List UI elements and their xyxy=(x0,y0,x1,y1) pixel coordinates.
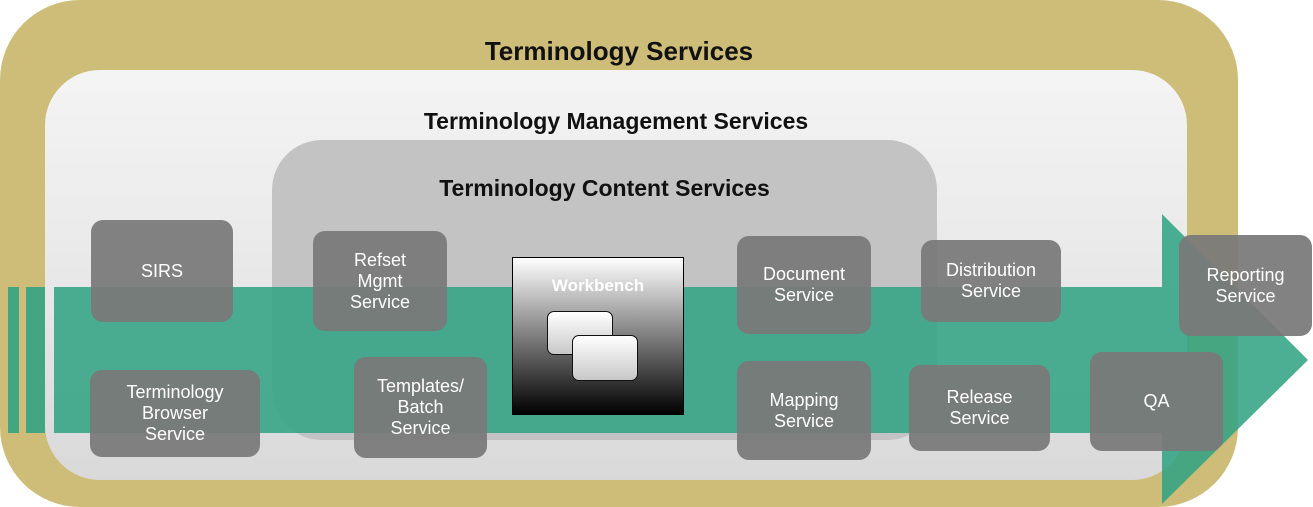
sirs-box: SIRS xyxy=(91,220,233,322)
arrow-stripe-2 xyxy=(26,287,45,433)
document-service-box: Document Service xyxy=(737,236,871,334)
terminology-services-title: Terminology Services xyxy=(484,36,754,66)
workbench-label: Workbench xyxy=(551,276,645,295)
window-icon xyxy=(572,335,638,381)
terminology-management-services-title: Terminology Management Services xyxy=(423,108,809,134)
arrow-stripe-1 xyxy=(8,287,19,433)
templates-batch-service-box: Templates/ Batch Service xyxy=(354,357,487,458)
qa-box: QA xyxy=(1090,352,1223,451)
distribution-service-box: Distribution Service xyxy=(921,240,1061,322)
reporting-service-box: Reporting Service xyxy=(1179,235,1312,336)
refset-mgmt-service-box: Refset Mgmt Service xyxy=(313,231,447,331)
terminology-browser-service-box: Terminology Browser Service xyxy=(90,370,260,457)
release-service-box: Release Service xyxy=(909,365,1050,451)
terminology-content-services-title: Terminology Content Services xyxy=(439,175,770,201)
mapping-service-box: Mapping Service xyxy=(737,361,871,460)
